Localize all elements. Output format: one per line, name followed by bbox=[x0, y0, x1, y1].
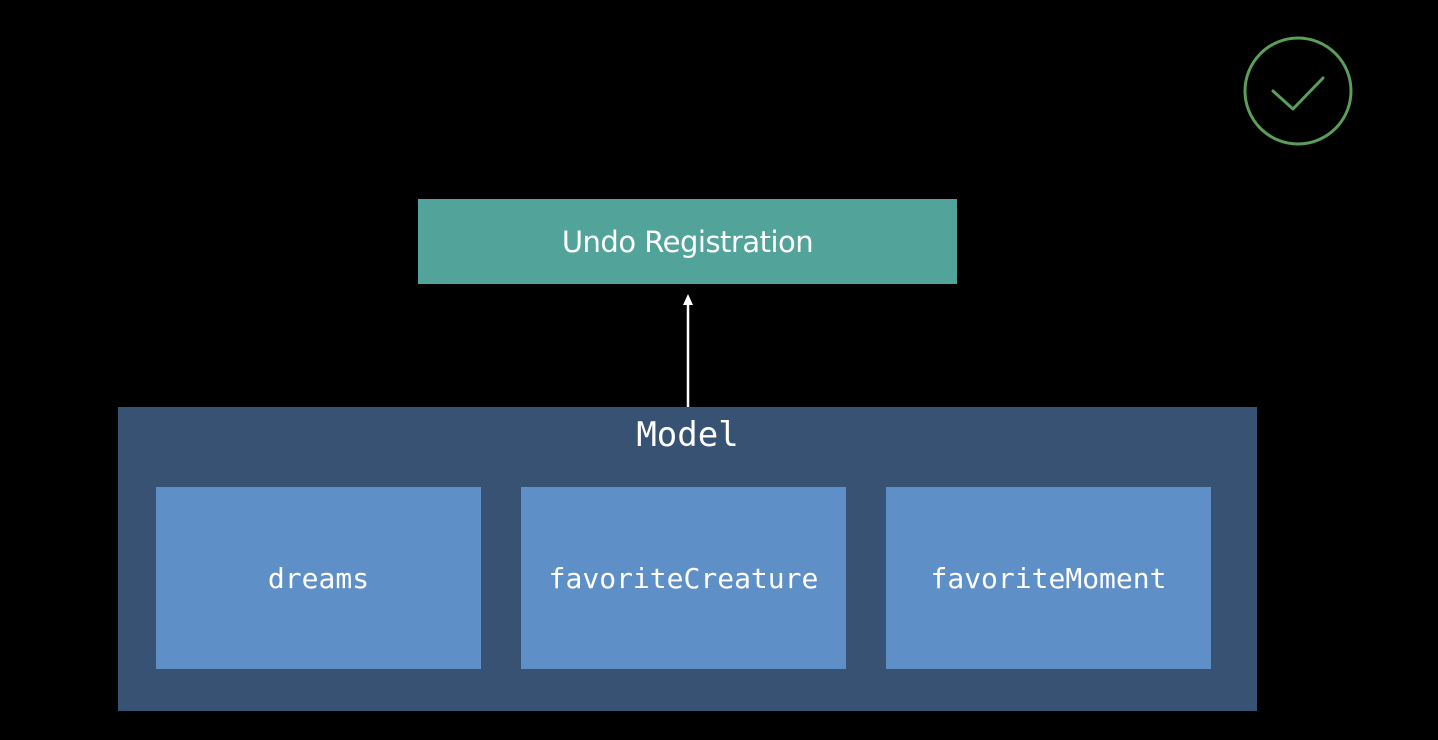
checkmark-circle-icon bbox=[1243, 36, 1353, 146]
field-label: favoriteMoment bbox=[930, 561, 1167, 595]
model-title: Model bbox=[636, 415, 739, 455]
undo-registration-label: Undo Registration bbox=[561, 224, 814, 259]
model-field-favorite-moment: favoriteMoment bbox=[886, 487, 1211, 669]
model-field-dreams: dreams bbox=[156, 487, 481, 669]
undo-registration-box: Undo Registration bbox=[418, 199, 957, 284]
up-arrow bbox=[680, 292, 696, 408]
model-container: Model dreams favoriteCreature favoriteMo… bbox=[118, 407, 1257, 711]
field-label: dreams bbox=[267, 561, 370, 595]
field-label: favoriteCreature bbox=[548, 561, 819, 595]
model-field-favorite-creature: favoriteCreature bbox=[521, 487, 846, 669]
